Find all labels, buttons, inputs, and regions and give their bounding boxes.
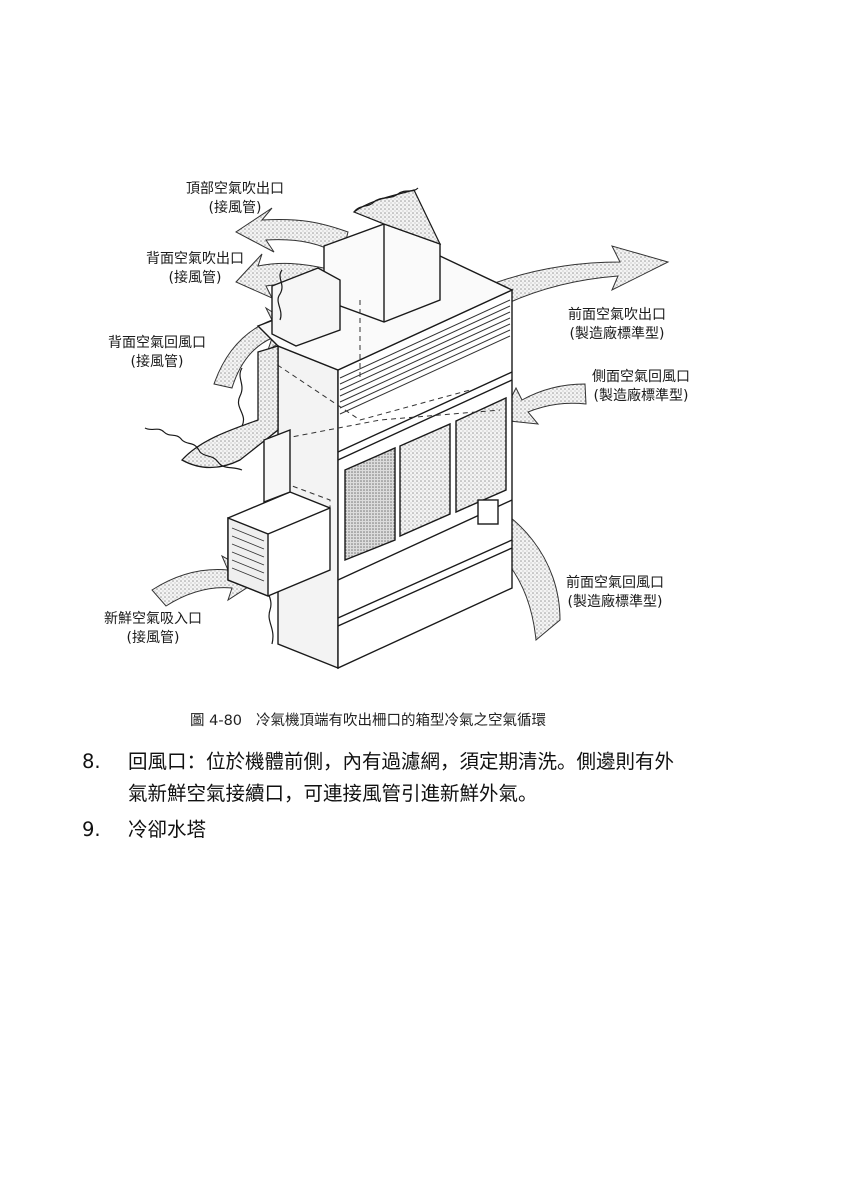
label-top-outlet-title: 頂部空氣吹出口 — [186, 180, 284, 199]
side-return-arrow — [500, 384, 586, 424]
figure-caption-number: 圖 4-80 — [190, 713, 242, 729]
label-side-return: 側面空氣回風口 (製造廠標準型) — [592, 368, 690, 406]
list-item-line: 回風口：位於機體前側，內有過濾網，須定期清洗。側邊則有外 — [128, 750, 674, 773]
label-front-outlet: 前面空氣吹出口 (製造廠標準型) — [568, 306, 666, 344]
label-front-outlet-note: (製造廠標準型) — [568, 325, 666, 344]
list-item-line: 氣新鮮空氣接續口，可連接風管引進新鮮外氣。 — [82, 778, 674, 810]
label-fresh-intake-title: 新鮮空氣吸入口 — [104, 610, 202, 629]
label-front-return-title: 前面空氣回風口 — [566, 574, 664, 593]
label-front-return: 前面空氣回風口 (製造廠標準型) — [566, 574, 664, 612]
label-front-return-note: (製造廠標準型) — [566, 593, 664, 612]
figure-caption: 圖 4-80 冷氣機頂端有吹出柵口的箱型冷氣之空氣循環 — [190, 709, 546, 730]
figure-caption-text: 冷氣機頂端有吹出柵口的箱型冷氣之空氣循環 — [256, 713, 546, 729]
list-item-number: 8. — [82, 746, 128, 778]
label-top-outlet-note: (接風管) — [186, 199, 284, 218]
label-back-outlet-note: (接風管) — [146, 269, 244, 288]
list-item: 9.冷卻水塔 — [82, 814, 206, 846]
label-back-return: 背面空氣回風口 (接風管) — [108, 334, 206, 372]
label-back-outlet-title: 背面空氣吹出口 — [146, 250, 244, 269]
list-item: 8.回風口：位於機體前側，內有過濾網，須定期清洗。側邊則有外 氣新鮮空氣接續口，… — [82, 746, 674, 810]
list-item-number: 9. — [82, 814, 128, 846]
label-back-outlet: 背面空氣吹出口 (接風管) — [146, 250, 244, 288]
label-back-return-title: 背面空氣回風口 — [108, 334, 206, 353]
label-side-return-title: 側面空氣回風口 — [592, 368, 690, 387]
label-back-return-note: (接風管) — [108, 353, 206, 372]
list-item-line: 冷卻水塔 — [128, 818, 206, 841]
label-front-outlet-title: 前面空氣吹出口 — [568, 306, 666, 325]
air-circulation-figure: 頂部空氣吹出口 (接風管) 背面空氣吹出口 (接風管) 背面空氣回風口 (接風管… — [0, 0, 854, 700]
label-fresh-intake: 新鮮空氣吸入口 (接風管) — [104, 610, 202, 648]
label-side-return-note: (製造廠標準型) — [592, 387, 690, 406]
label-top-outlet: 頂部空氣吹出口 (接風管) — [186, 180, 284, 218]
label-fresh-intake-note: (接風管) — [104, 629, 202, 648]
